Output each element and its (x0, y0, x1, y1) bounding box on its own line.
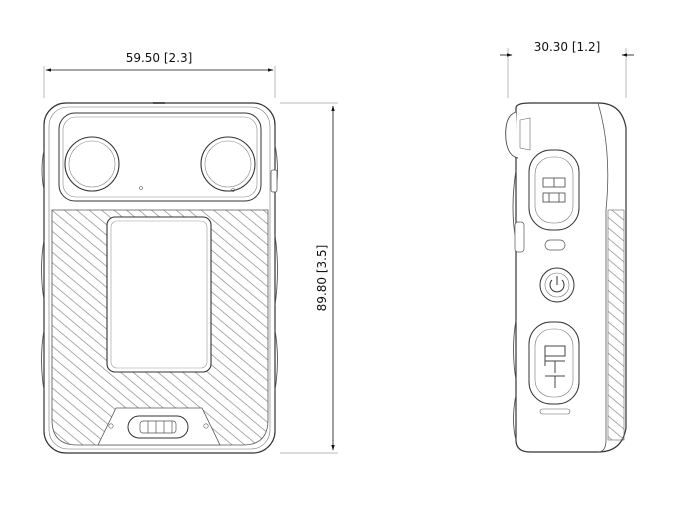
front-body-inner-outline (48, 106, 271, 450)
side-view (505, 102, 627, 453)
side-port (514, 221, 525, 253)
height-dimension-label: 89.80 [3.5] (315, 245, 329, 312)
sensor-lens-icon (200, 136, 256, 192)
record-button-icon (528, 149, 580, 231)
indicator-dot (231, 188, 235, 192)
front-side-button (270, 169, 278, 193)
height-dimension: 89.80 [3.5] (280, 102, 338, 454)
side-bottom-slot (539, 408, 571, 415)
front-view (41, 102, 278, 454)
front-left-side-ridges (41, 149, 45, 391)
camera-lens-icon (64, 136, 120, 192)
width-dimension-label: 59.50 [2.3] (126, 51, 193, 65)
side-rear-panel (597, 102, 609, 453)
side-top-clip (505, 111, 519, 159)
power-icon (539, 267, 575, 303)
width-dimension: 59.50 [2.3] (43, 51, 276, 98)
display-screen (106, 216, 212, 373)
screw-icon (108, 423, 114, 429)
display-screen-inner (110, 220, 208, 369)
indicator-dot (139, 186, 143, 190)
side-top-clip-detail (519, 117, 531, 151)
record-button-icon (127, 415, 189, 439)
side-hatched-strip (607, 209, 625, 441)
depth-dimension: 30.30 [1.2] (500, 40, 634, 98)
ptt-button-icon (528, 321, 580, 405)
depth-dimension-label: 30.30 [1.2] (534, 40, 601, 54)
screw-icon (203, 423, 209, 429)
side-slot (544, 239, 566, 251)
lens-panel-inner (62, 116, 258, 198)
